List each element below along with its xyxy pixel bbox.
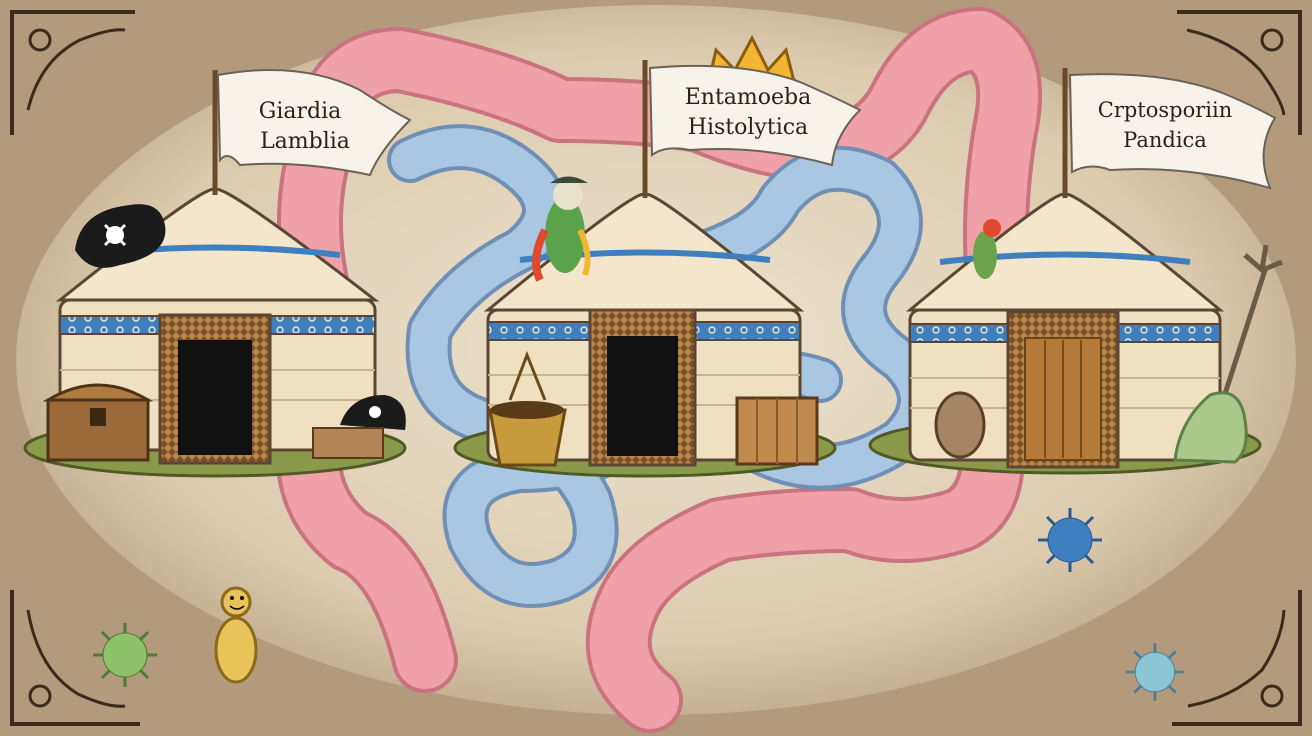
cartoon-creature-icon — [214, 586, 258, 684]
yurt-doorway — [607, 336, 678, 456]
green-rock-icon — [1173, 391, 1248, 464]
ornate-corner-bottom-left — [10, 590, 140, 726]
parrot-icon-small — [973, 219, 1001, 279]
parrot-icon — [532, 176, 591, 282]
ornate-corner-bottom-right — [1172, 590, 1302, 726]
flag-giardia: Giardia Lamblia — [216, 69, 412, 177]
flag-label-line2: Lamblia — [260, 129, 350, 154]
ornate-corner-top-right — [1177, 10, 1302, 135]
flag-label-line2: Histolytica — [688, 115, 808, 140]
flag-entamoeba: Entamoeba Histolytica — [648, 64, 862, 167]
microbe-icon-green — [91, 621, 159, 689]
yurt-giardia — [23, 70, 407, 478]
microbe-icon-blue — [1036, 506, 1104, 574]
flag-label-line2: Pandica — [1123, 128, 1207, 152]
pirate-hat-icon-small — [312, 395, 406, 459]
flag-cryptosporidium: Crptosporiin Pandica — [1068, 73, 1277, 190]
basket-icon — [488, 350, 567, 467]
flag-label-line1: Crptosporiin — [1098, 98, 1233, 122]
sack-icon — [934, 391, 986, 459]
wooden-crate-icon — [735, 396, 819, 466]
flag-label-line1: Entamoeba — [685, 85, 812, 110]
flag-label-line1: Giardia — [259, 99, 341, 124]
yurt-doorway — [178, 340, 252, 455]
pirate-hat-icon — [75, 204, 166, 268]
treasure-chest-icon — [42, 383, 154, 462]
microbe-icon-teal — [1124, 641, 1186, 703]
ornate-corner-top-left — [10, 10, 135, 135]
yurt-cryptosporidium — [868, 68, 1262, 475]
